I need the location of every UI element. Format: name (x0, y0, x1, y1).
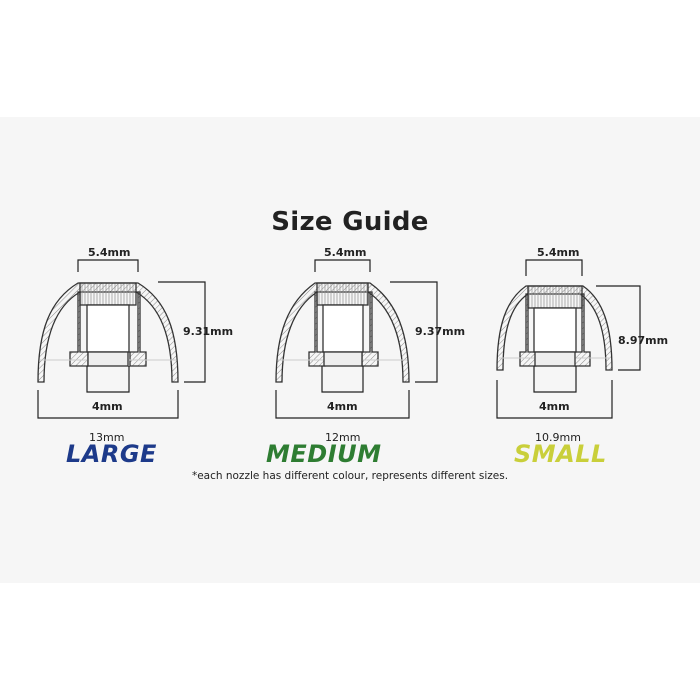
small-top-width-label: 5.4mm (537, 246, 580, 259)
medium-outer-width-label: 12mm (325, 431, 361, 444)
large-ear-tip (37, 282, 179, 383)
small-nozzle-width-label: 4mm (539, 400, 570, 413)
small-height-label: 8.97mm (618, 334, 669, 347)
large-top-width-label: 5.4mm (88, 246, 131, 259)
small-outer-width-label: 10.9mm (535, 431, 581, 444)
footnote: *each nozzle has different colour, repre… (191, 470, 509, 482)
large-dimension-lines (37, 259, 206, 419)
small-size-name: SMALL (514, 440, 607, 468)
large-outer-width-label: 13mm (89, 431, 125, 444)
medium-size-name: MEDIUM (266, 440, 382, 468)
large-height-label: 9.31mm (183, 325, 234, 338)
medium-height-label: 9.37mm (415, 325, 466, 338)
medium-ear-tip (275, 282, 410, 383)
large-nozzle-width-label: 4mm (92, 400, 123, 413)
small-dimension-lines (496, 259, 641, 419)
page-title: Size Guide (271, 207, 429, 237)
medium-top-width-label: 5.4mm (324, 246, 367, 259)
medium-dimension-lines (275, 259, 438, 419)
small-ear-tip (496, 285, 613, 371)
medium-nozzle-width-label: 4mm (327, 400, 358, 413)
large-size-name: LARGE (66, 440, 157, 468)
